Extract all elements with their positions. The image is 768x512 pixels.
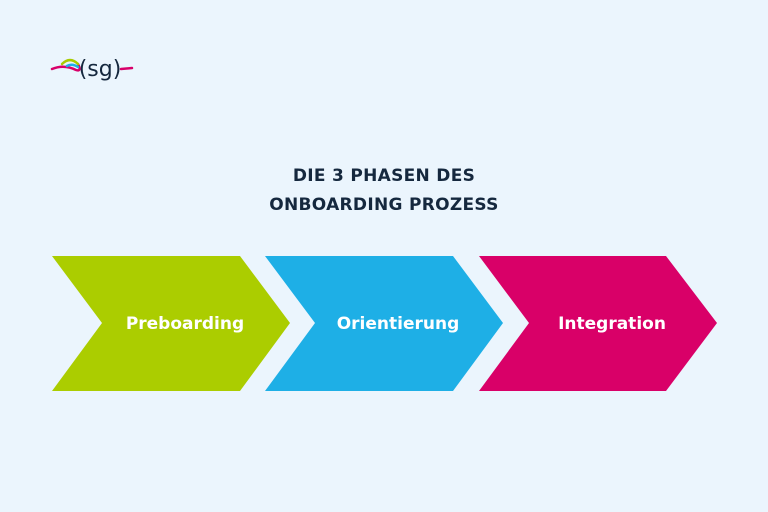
logo-swoosh-pink [50,62,81,72]
phase-chevron-orientierung [265,256,503,391]
phase-chevron-integration [479,256,717,391]
title-line-1: DIE 3 PHASEN DES [292,166,476,186]
logo-swoosh-green [60,58,80,66]
phase-chevron-preboarding [52,256,290,391]
diagram-title: DIE 3 PHASEN DES ONBOARDING PROZESS [0,162,768,220]
sg-logo: (sg) [50,50,134,86]
logo-swoosh-pink-tail [119,66,134,71]
phase-label-integration: Integration [558,314,666,334]
title-line-2: ONBOARDING PROZESS [269,195,499,215]
logo-swoosh-blue [65,63,80,69]
phase-label-orientierung: Orientierung [336,314,460,334]
logo-text: (sg) [79,57,122,82]
phase-label-preboarding: Preboarding [125,314,245,334]
